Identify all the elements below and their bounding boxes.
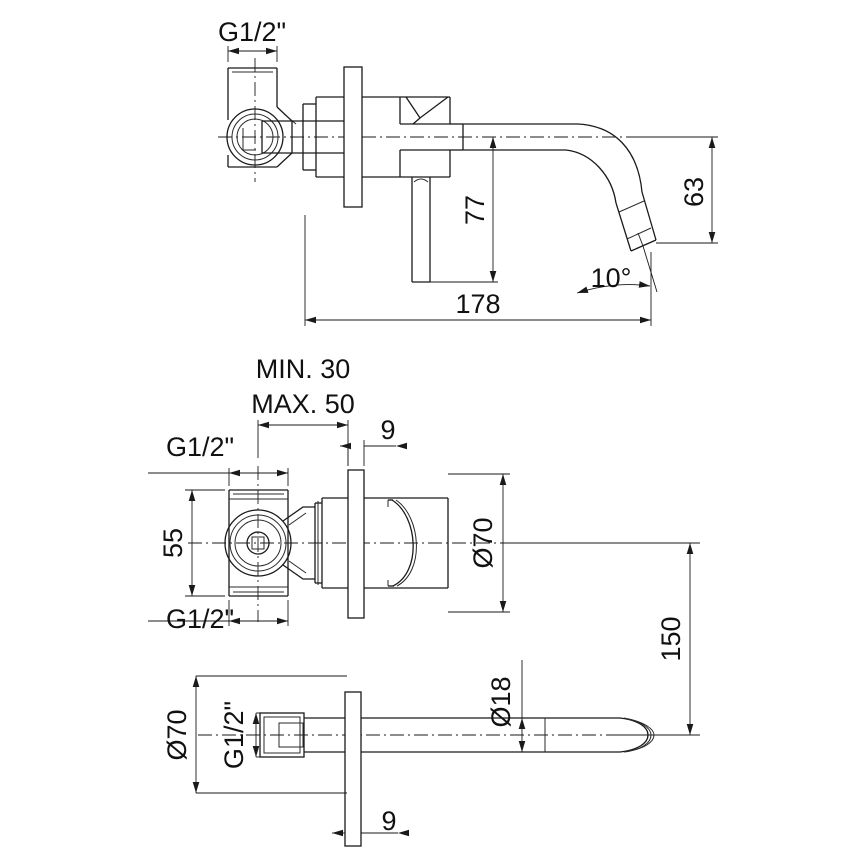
dimension-63: 63 (640, 136, 718, 244)
dimension-dia18: Ø18 (486, 660, 526, 752)
dimension-g12-middle-lower: G1/2" (148, 600, 289, 634)
label-9-bottom: 9 (381, 806, 396, 836)
view-spout-plan: Ø70 G1/2" Ø18 9 (162, 660, 660, 847)
label-g12-middle-lower: G1/2" (166, 604, 234, 634)
dimension-178: 178 (304, 215, 652, 326)
label-55: 55 (158, 528, 188, 558)
label-g12-bottom: G1/2" (219, 701, 249, 769)
dimension-g12-middle-upper: G1/2" (148, 432, 289, 486)
view-valve-body-plan: MIN. 30 MAX. 50 9 G1/2" G1/2" (148, 354, 700, 736)
label-angle-10: 10° (591, 263, 632, 293)
label-63: 63 (679, 177, 709, 207)
dimension-9-middle: 9 (340, 415, 407, 466)
label-dia70-middle: Ø70 (468, 517, 498, 568)
dimension-9-bottom: 9 (332, 806, 409, 846)
valve-body-middle (224, 469, 449, 619)
dimension-150: 150 (505, 542, 700, 736)
wall-flange-middle (347, 469, 365, 619)
label-g12-middle-upper: G1/2" (166, 432, 234, 462)
dimension-55: 55 (158, 489, 225, 597)
label-dia70-bottom: Ø70 (162, 709, 192, 760)
square-fitting (259, 712, 305, 758)
label-dia18: Ø18 (486, 676, 516, 727)
label-77: 77 (460, 195, 490, 225)
label-178: 178 (455, 289, 500, 319)
valve-body-top (261, 66, 464, 208)
spout-arm-top (463, 123, 657, 252)
view-side-elevation: G1/2" 77 178 63 10° (218, 17, 718, 326)
dimension-g12-top: G1/2" (218, 17, 286, 62)
label-9-middle: 9 (380, 415, 395, 445)
label-max-50: MAX. 50 (251, 389, 355, 419)
label-min-30: MIN. 30 (256, 354, 351, 384)
dimension-min-max: MIN. 30 MAX. 50 (251, 354, 355, 466)
label-g12-top: G1/2" (218, 17, 286, 47)
label-150: 150 (656, 616, 686, 661)
wall-flange-bottom (344, 691, 362, 847)
dimension-77: 77 (430, 137, 498, 283)
dimension-angle-10: 10° (576, 245, 658, 294)
dimension-g12-bottom: G1/2" (219, 701, 262, 769)
spout-inlet-fitting (259, 712, 305, 758)
dimension-dia70-middle: Ø70 (448, 473, 510, 613)
wall-flange-top (343, 66, 363, 208)
dimension-dia70-bottom: Ø70 (162, 675, 347, 794)
lever-handle-top (411, 177, 431, 283)
